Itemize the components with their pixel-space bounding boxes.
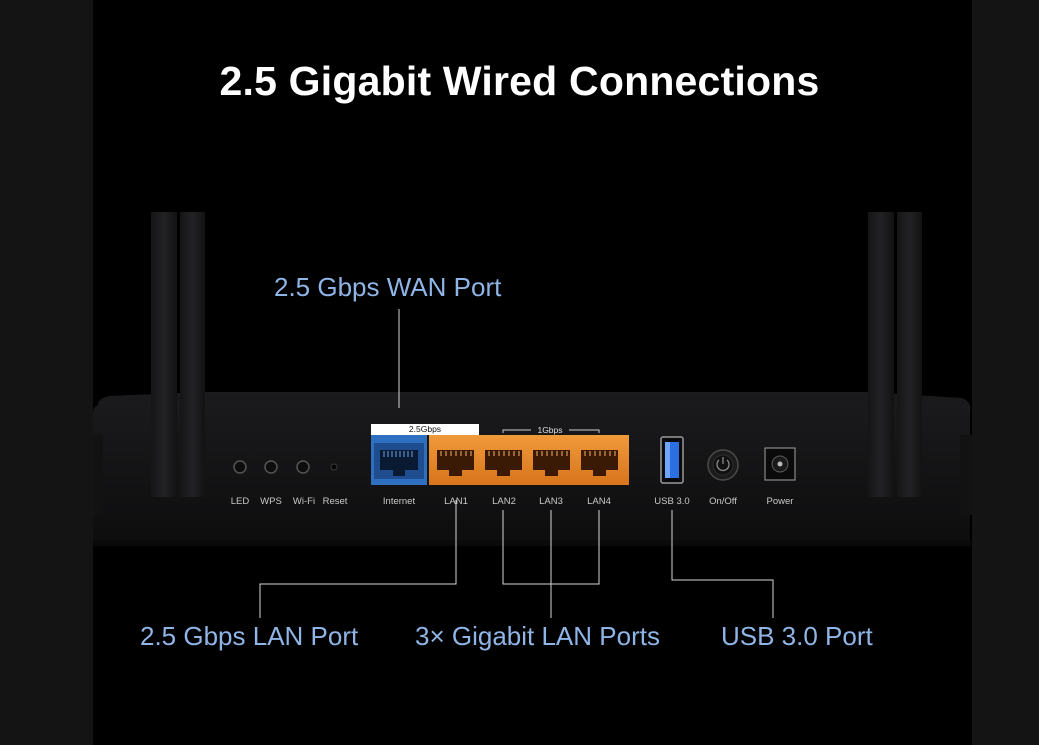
lan-port-sockets	[437, 450, 618, 476]
usb-port-callout: USB 3.0 Port	[721, 621, 873, 651]
antenna-right-2	[897, 212, 922, 497]
antenna-left-2	[180, 212, 205, 497]
internet-label: Internet	[382, 496, 416, 507]
product-photo-background	[93, 0, 972, 745]
page-title: 2.5 Gigabit Wired Connections	[219, 58, 820, 104]
lan25-leader-line	[259, 500, 457, 618]
lan4-label: LAN4	[587, 496, 611, 507]
lan3-label: LAN3	[539, 496, 563, 507]
body-bottom-edge	[93, 540, 971, 546]
wifi-button-icon	[296, 460, 310, 474]
lan2-label: LAN2	[492, 496, 516, 507]
gigabit-lan-callout: 3× Gigabit LAN Ports	[415, 621, 660, 651]
wps-label: WPS	[260, 496, 282, 507]
led-button-icon	[233, 460, 247, 474]
reset-pinhole-icon	[330, 463, 338, 471]
usb-leader-line	[671, 510, 774, 618]
antenna-right-1	[868, 212, 894, 497]
left-margin	[0, 0, 93, 745]
lan1-label: LAN1	[444, 496, 468, 507]
power-label: Power	[766, 496, 794, 507]
reset-label: Reset	[322, 496, 348, 507]
wan-port-callout: 2.5 Gbps WAN Port	[274, 272, 502, 302]
lan25-port-callout: 2.5 Gbps LAN Port	[140, 621, 359, 651]
onoff-label: On/Off	[709, 496, 737, 507]
led-label: LED	[230, 496, 250, 507]
right-margin	[972, 0, 1039, 745]
lan-speed-tag: 1Gbps	[537, 425, 563, 435]
antenna-left-1	[151, 212, 177, 497]
wps-button-icon	[264, 460, 278, 474]
usb-label: USB 3.0	[654, 496, 690, 507]
internet-speed-tag: 2.5Gbps	[371, 424, 479, 435]
wifi-label: Wi-Fi	[292, 496, 316, 507]
